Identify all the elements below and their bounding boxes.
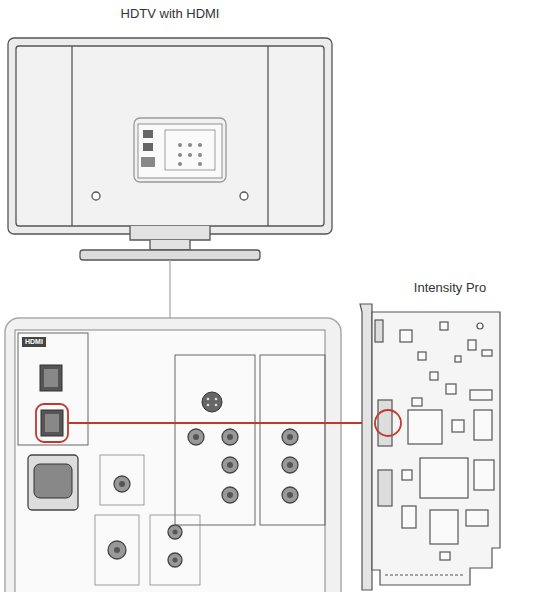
port-label: HDMI xyxy=(22,337,46,347)
tv-label: HDTV with HDMI xyxy=(0,6,340,21)
card-label: Intensity Pro xyxy=(380,280,520,295)
hdtv-illustration xyxy=(8,38,332,260)
port-highlight xyxy=(375,410,401,436)
intensity-pro-card xyxy=(360,304,500,590)
hdmi-cable xyxy=(68,422,376,424)
zoom-panel xyxy=(5,318,341,592)
zoom-line xyxy=(169,260,170,318)
